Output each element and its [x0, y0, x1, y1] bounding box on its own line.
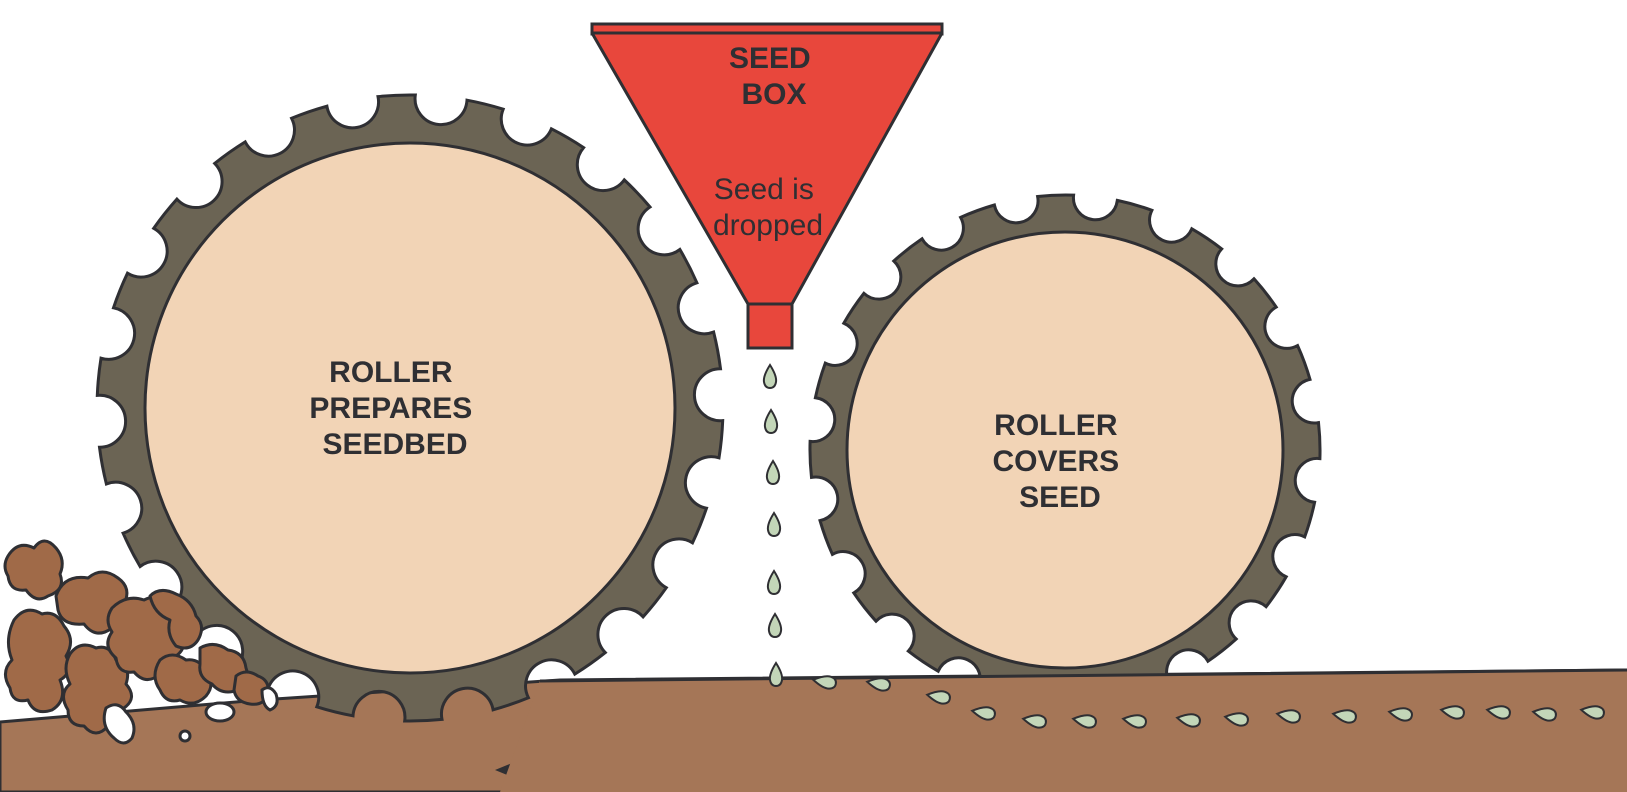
seed-drop-icon — [1387, 707, 1413, 722]
seed-box-title-line2: BOX — [741, 78, 806, 111]
left-roller: ROLLER PREPARES SEEDBED — [95, 93, 725, 723]
right-roller-label-line2: COVERS — [992, 445, 1119, 478]
seed-drop-icon — [970, 706, 996, 721]
right-roller: ROLLER COVERS SEED — [808, 193, 1322, 707]
soil-line — [539, 668, 1627, 683]
seed-drop-icon — [768, 661, 784, 688]
seed-drop-icon — [1531, 707, 1557, 722]
left-roller-label-line1: ROLLER — [329, 356, 453, 389]
soil-clods — [3, 539, 270, 735]
seed-drop-icon — [865, 677, 891, 692]
seed-drop-icon — [762, 363, 778, 390]
right-roller-label-line1: ROLLER — [994, 409, 1118, 442]
seed-drop-icon — [1021, 714, 1047, 729]
svg-text:ROLLER PREPARES SE: ROLLER PREPARES SEEDBED — [309, 356, 480, 461]
seed-drop-icon — [1485, 705, 1511, 720]
seed-drop-icon — [1331, 709, 1357, 724]
seed-drop-icon — [1579, 705, 1605, 720]
soil-front — [500, 670, 1627, 792]
seed-drop-icon — [811, 675, 837, 690]
seed-drop-icon — [1175, 713, 1201, 728]
seed-drop-icon — [1121, 714, 1147, 729]
seed-drop-icon — [763, 408, 779, 435]
left-roller-label-line2: PREPARES — [309, 392, 472, 425]
seed-drop-icon — [766, 569, 782, 596]
seed-box-title-line1: SEED — [729, 42, 811, 75]
seed-box-caption-line2: dropped — [713, 209, 823, 242]
seed-box-caption-line1: Seed is — [714, 173, 814, 206]
right-roller-face — [845, 230, 1285, 670]
seed-drop-icon — [1223, 712, 1249, 727]
left-roller-label-line3: SEEDBED — [322, 428, 467, 461]
left-roller-face — [143, 141, 677, 675]
svg-text:Seed is dropped: Seed is dropped — [713, 173, 823, 242]
svg-text:ROLLER COVERS SEED: ROLLER COVERS SEED — [992, 409, 1127, 514]
seed-drop-icon — [1275, 709, 1301, 724]
seed-drop-icon — [765, 459, 781, 486]
right-roller-label-line3: SEED — [1019, 481, 1101, 514]
seed-drop-icon — [766, 511, 782, 538]
seed-drop-icon — [925, 690, 951, 705]
seed-box: SEED BOX Seed is dropped — [590, 22, 944, 350]
seed-drop-icon — [1071, 714, 1097, 729]
seed-drop-icon — [1439, 705, 1465, 720]
svg-text:SEED BOX: SEED BOX — [729, 42, 819, 111]
soil-pebbles — [102, 686, 279, 745]
seed-drop-icon — [767, 612, 783, 639]
seed-box-spout — [746, 302, 794, 350]
seeds-group — [762, 363, 1605, 729]
